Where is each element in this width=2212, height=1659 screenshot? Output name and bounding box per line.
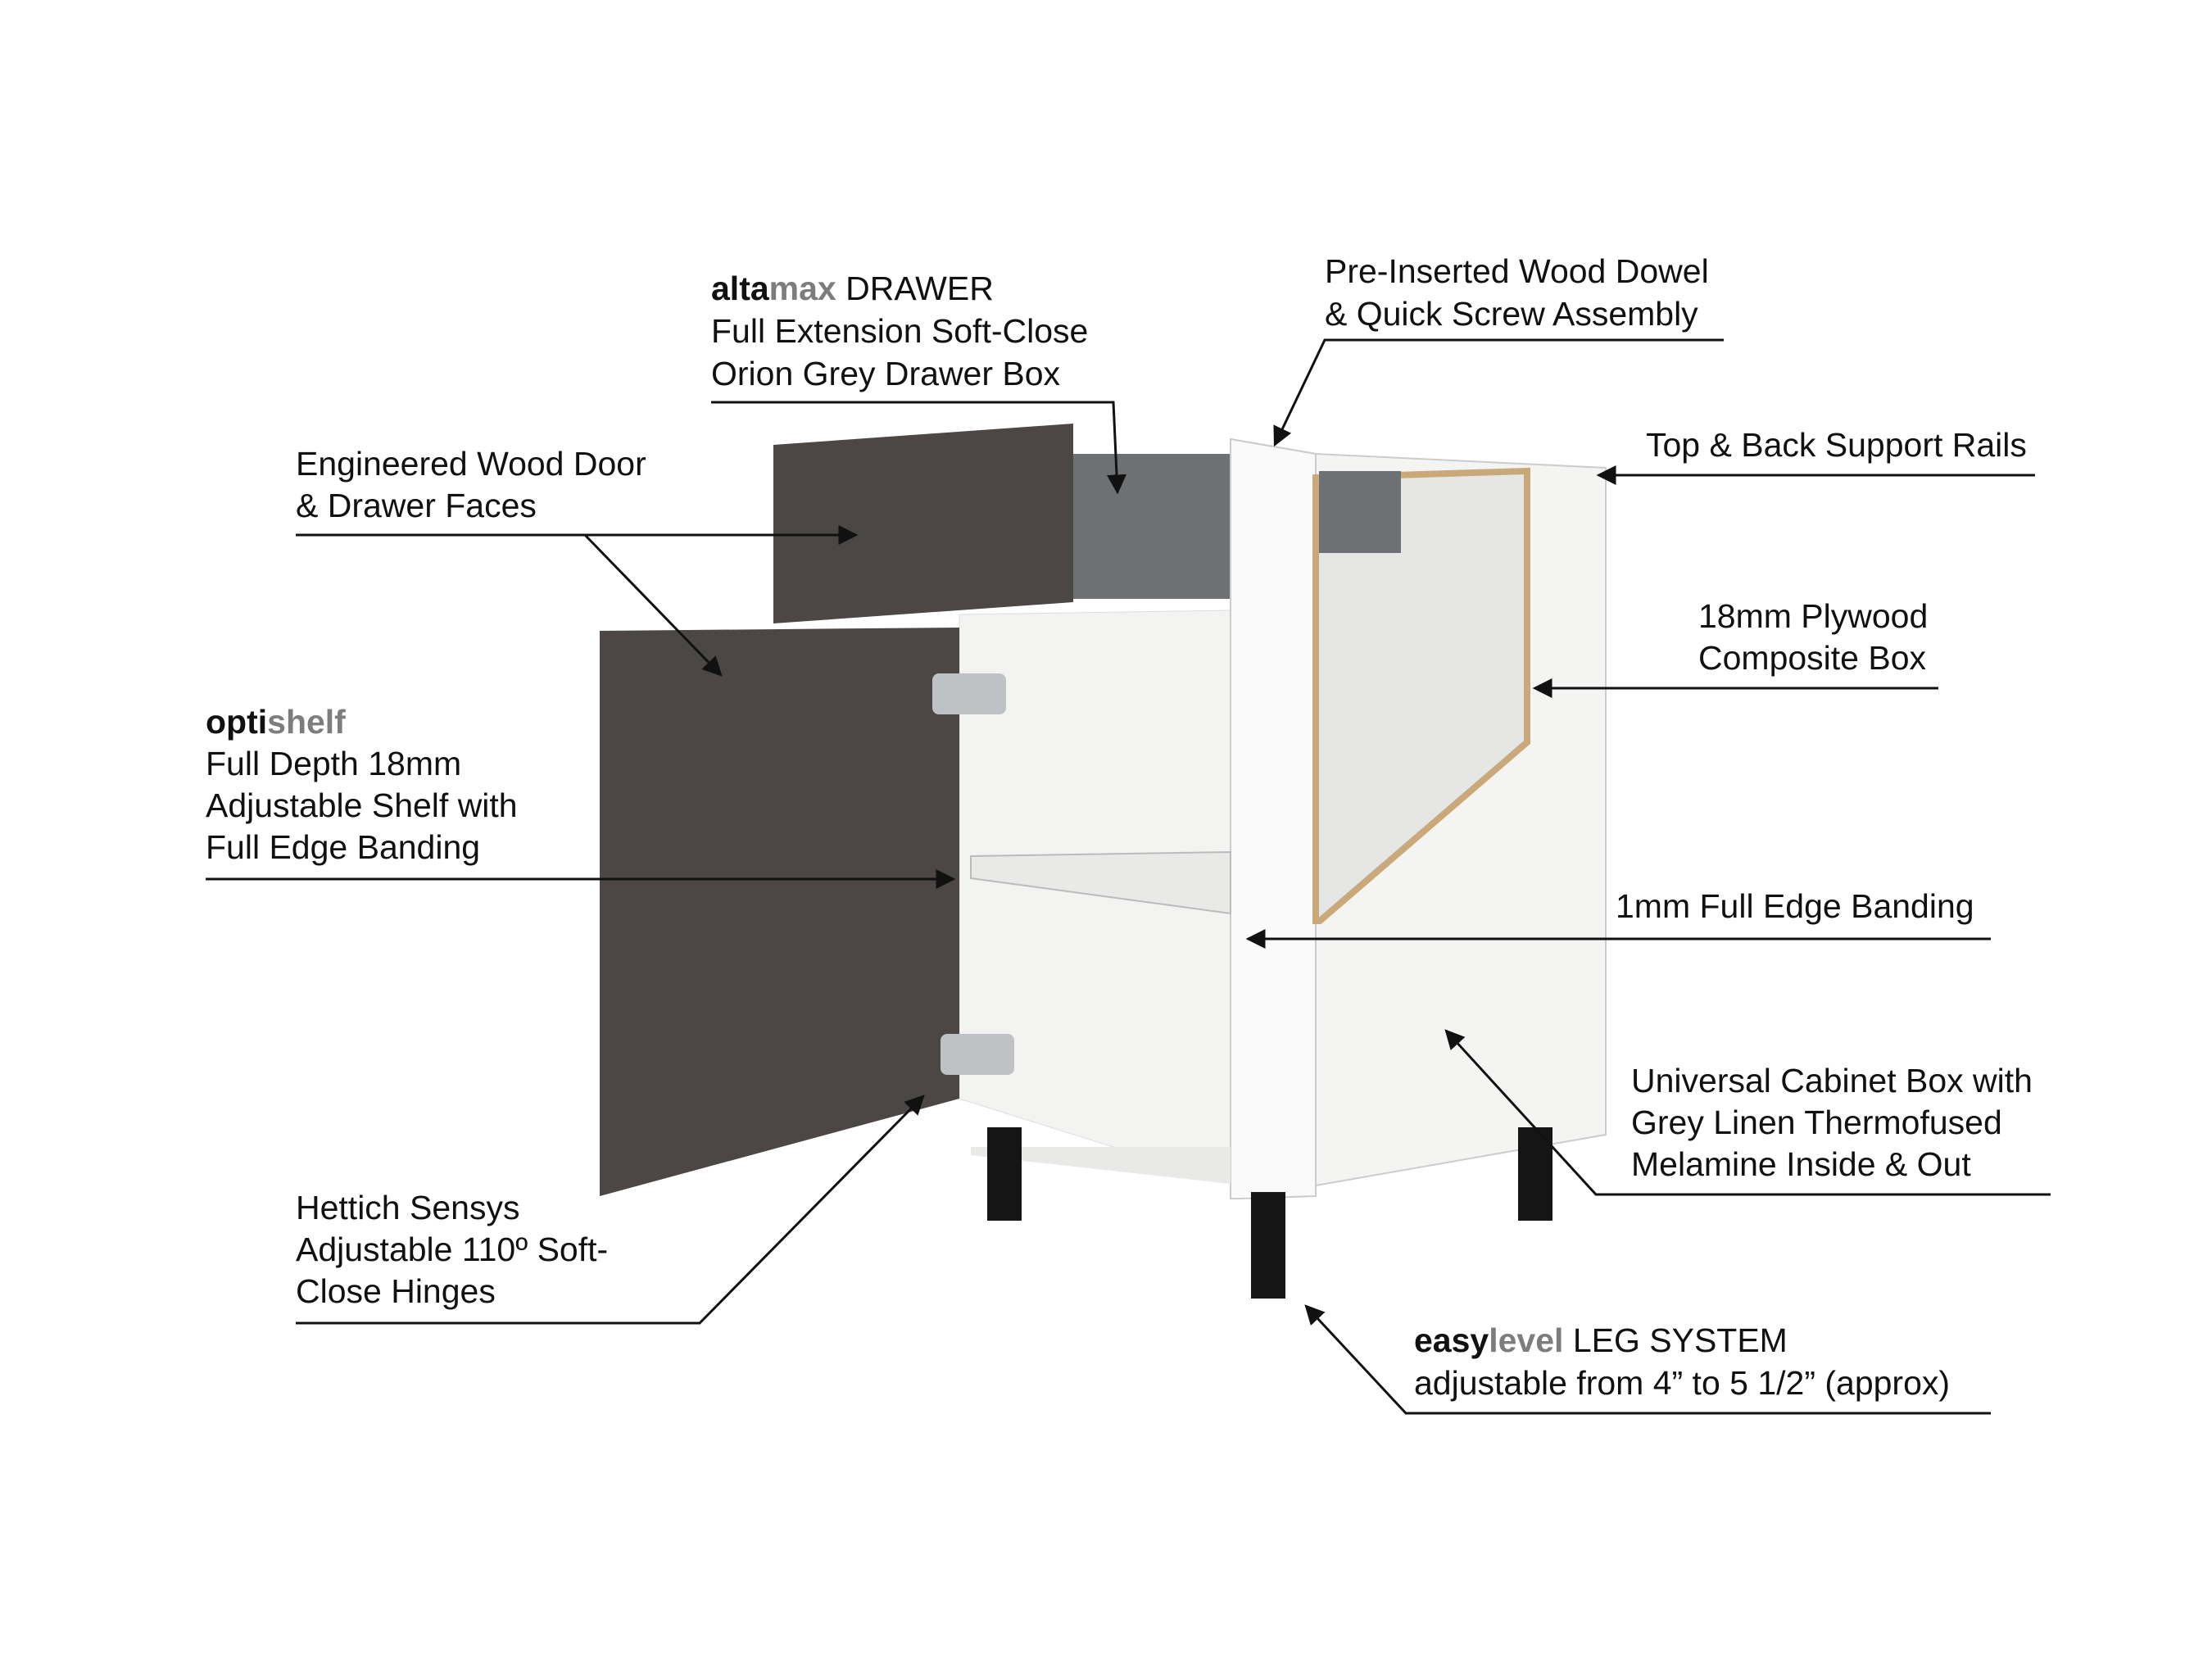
callout-door: Engineered Wood Door & Drawer Faces xyxy=(296,445,646,524)
leg-right xyxy=(1518,1127,1552,1221)
svg-text:Engineered Wood Door: Engineered Wood Door xyxy=(296,445,646,483)
drawer-front xyxy=(773,424,1073,623)
svg-text:easylevel LEG SYSTEM: easylevel LEG SYSTEM xyxy=(1414,1321,1788,1359)
svg-text:& Quick Screw Assembly: & Quick Screw Assembly xyxy=(1325,295,1698,333)
bottom-panel xyxy=(971,1147,1231,1184)
callout-rails: Top & Back Support Rails xyxy=(1646,426,2027,464)
svg-text:Full Edge Banding: Full Edge Banding xyxy=(206,828,480,866)
side-panel-front-edge xyxy=(1230,437,1317,1199)
plywood-cutout xyxy=(1312,467,1530,924)
adjustable-shelf xyxy=(970,850,1231,915)
svg-text:& Drawer Faces: & Drawer Faces xyxy=(296,487,537,524)
svg-text:Close Hinges: Close Hinges xyxy=(296,1272,496,1310)
svg-text:Grey Linen Thermofused: Grey Linen Thermofused xyxy=(1631,1104,2002,1141)
leader-lines xyxy=(206,338,2051,1415)
cutout-drawer-box xyxy=(1319,471,1401,553)
hinge-bottom xyxy=(941,1034,1014,1075)
callout-hinges: Hettich Sensys Adjustable 110º Soft- Clo… xyxy=(296,1189,608,1310)
svg-text:adjustable from 4” to 5 1/2” (: adjustable from 4” to 5 1/2” (approx) xyxy=(1414,1364,1950,1402)
callout-drawer: altamax DRAWER Full Extension Soft-Close… xyxy=(711,270,1088,392)
callout-legs: easylevel LEG SYSTEM adjustable from 4” … xyxy=(1414,1321,1950,1402)
svg-text:optishelf: optishelf xyxy=(206,703,346,741)
svg-text:Full Depth 18mm: Full Depth 18mm xyxy=(206,745,461,782)
leg-front xyxy=(1251,1192,1285,1299)
cabinet-door xyxy=(600,628,959,1196)
callout-dowel: Pre-Inserted Wood Dowel & Quick Screw As… xyxy=(1325,252,1709,333)
svg-text:Hettich Sensys: Hettich Sensys xyxy=(296,1189,519,1226)
svg-text:altamax DRAWER: altamax DRAWER xyxy=(711,270,994,307)
svg-text:Full Extension Soft-Close: Full Extension Soft-Close xyxy=(711,312,1088,350)
svg-text:Melamine Inside & Out: Melamine Inside & Out xyxy=(1631,1145,1971,1183)
svg-text:Adjustable 110º Soft-: Adjustable 110º Soft- xyxy=(296,1231,608,1268)
callout-box: Universal Cabinet Box with Grey Linen Th… xyxy=(1631,1062,2033,1183)
svg-text:Adjustable Shelf with: Adjustable Shelf with xyxy=(206,786,518,824)
hinge-top xyxy=(932,673,1006,714)
svg-text:1mm Full Edge Banding: 1mm Full Edge Banding xyxy=(1616,887,1974,925)
cabinet-illustration xyxy=(600,424,1607,1299)
svg-text:Top & Back Support Rails: Top & Back Support Rails xyxy=(1646,426,2027,464)
svg-text:Universal Cabinet Box with: Universal Cabinet Box with xyxy=(1631,1062,2033,1099)
callout-shelf: optishelf Full Depth 18mm Adjustable She… xyxy=(206,703,518,866)
callout-banding: 1mm Full Edge Banding xyxy=(1616,887,1974,925)
drawer-box xyxy=(1073,454,1231,599)
svg-text:Orion Grey Drawer Box: Orion Grey Drawer Box xyxy=(711,355,1061,392)
callout-plywood: 18mm Plywood Composite Box xyxy=(1698,597,1928,677)
svg-text:Pre-Inserted Wood Dowel: Pre-Inserted Wood Dowel xyxy=(1325,252,1709,290)
svg-text:Composite Box: Composite Box xyxy=(1698,639,1927,677)
leg-left xyxy=(987,1127,1022,1221)
svg-text:18mm Plywood: 18mm Plywood xyxy=(1698,597,1928,635)
